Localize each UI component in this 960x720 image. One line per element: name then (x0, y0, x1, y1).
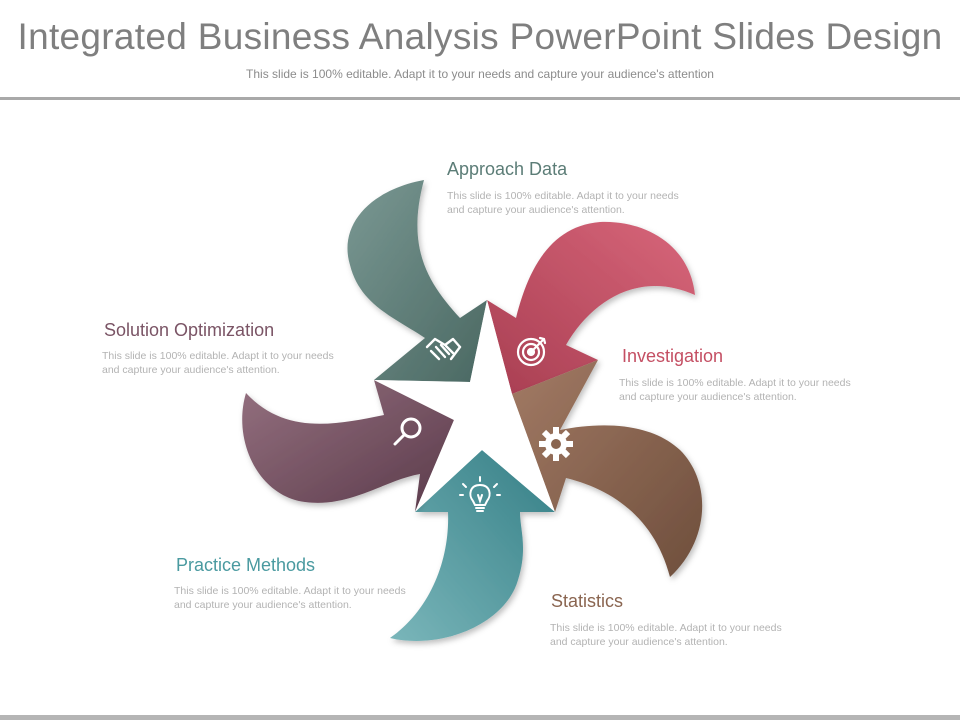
footer-divider (0, 715, 960, 720)
label-practice-methods: Practice Methods (176, 555, 316, 575)
magnifier-icon (393, 417, 422, 446)
lightbulb-icon (459, 476, 501, 512)
petal-solution-optimization (242, 380, 454, 512)
desc-investigation: This slide is 100% editable. Adapt it to… (619, 377, 851, 403)
target-icon (516, 336, 547, 367)
gear-icon (539, 427, 573, 461)
petal-practice-methods (390, 450, 555, 641)
desc-statistics: This slide is 100% editable. Adapt it to… (550, 622, 782, 648)
slide-subtitle: This slide is 100% editable. Adapt it to… (246, 67, 714, 81)
petal-statistics (512, 360, 703, 577)
center-star (374, 300, 555, 512)
label-approach-data: Approach Data (447, 159, 568, 179)
desc-approach-data: This slide is 100% editable. Adapt it to… (447, 190, 679, 216)
handshake-icon (425, 337, 462, 361)
desc-practice-methods: This slide is 100% editable. Adapt it to… (174, 585, 406, 611)
label-solution-optimization: Solution Optimization (104, 320, 275, 340)
petal-approach-data (347, 180, 487, 382)
slide-title: Integrated Business Analysis PowerPoint … (17, 16, 943, 57)
desc-solution-optimization: This slide is 100% editable. Adapt it to… (102, 350, 334, 376)
label-investigation: Investigation (622, 346, 724, 366)
header-divider (0, 97, 960, 100)
label-statistics: Statistics (551, 591, 624, 611)
